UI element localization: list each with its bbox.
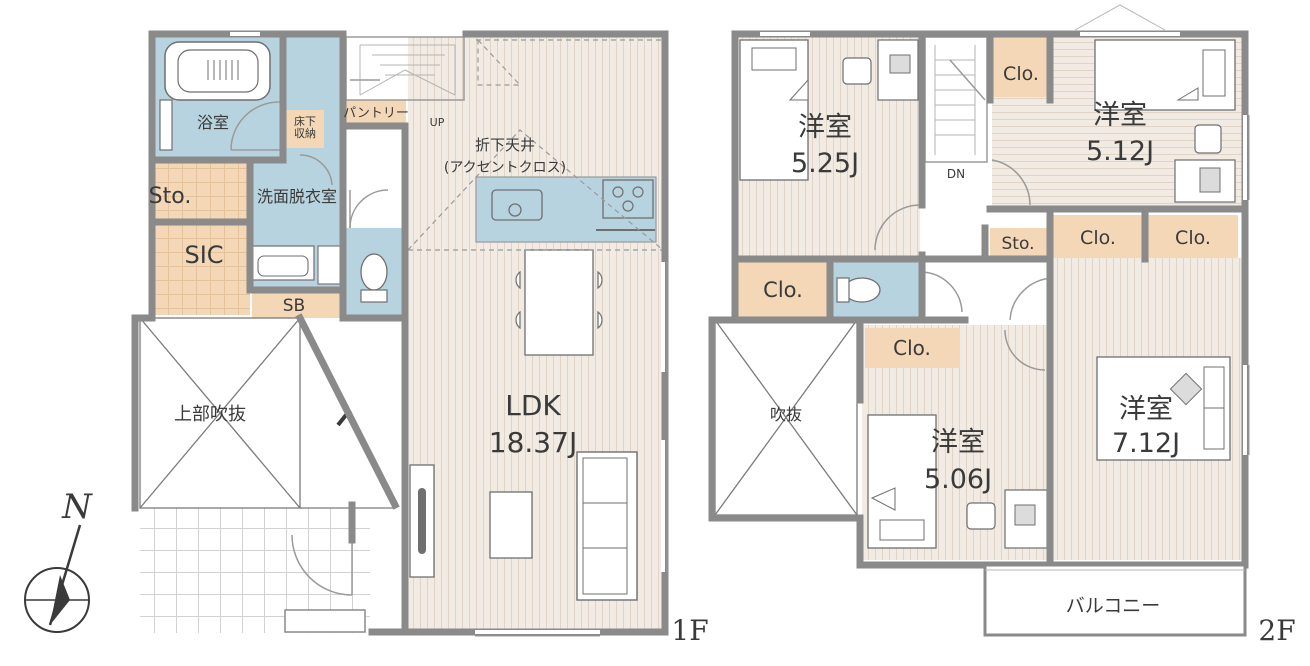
washroom-fixtures bbox=[251, 154, 341, 285]
void-1f-label: 上部吹抜 bbox=[174, 404, 246, 425]
room-nw-name: 洋室 bbox=[798, 112, 852, 143]
room-se-name: 洋室 bbox=[1119, 394, 1173, 425]
pantry-label: パントリー bbox=[343, 106, 409, 121]
floor-2-label: 2F bbox=[1258, 614, 1295, 647]
walls-2f bbox=[708, 30, 1249, 569]
room-sc-name: 洋室 bbox=[931, 427, 985, 458]
compass: N bbox=[24, 487, 93, 633]
balcony bbox=[983, 563, 1247, 637]
closet-w-area bbox=[738, 262, 828, 317]
storage-1f-label: Sto. bbox=[149, 184, 192, 209]
room-se-furniture bbox=[1096, 356, 1231, 461]
room-sc-furniture bbox=[867, 414, 1048, 549]
up-marker: UP bbox=[430, 116, 445, 129]
underfloor-storage-area bbox=[286, 110, 324, 148]
north-label: N bbox=[61, 487, 93, 527]
washroom-area bbox=[283, 37, 341, 287]
toilet-1f bbox=[349, 189, 389, 303]
sic-label: SIC bbox=[184, 241, 223, 269]
shoe-box-area bbox=[252, 290, 340, 318]
storage-1f-area bbox=[155, 160, 250, 220]
balcony-label: バルコニー bbox=[1066, 595, 1161, 617]
ceiling-note-line1: 折下天井 bbox=[475, 136, 535, 154]
ldk-name: LDK bbox=[505, 389, 561, 422]
room-nw-furniture bbox=[739, 39, 919, 181]
closet-e2-label: Clo. bbox=[1175, 227, 1211, 249]
ldk-size: 18.37J bbox=[489, 426, 577, 459]
closet-ne-area bbox=[992, 37, 1050, 97]
bathtub bbox=[159, 41, 281, 151]
void-2f-label: 吹抜 bbox=[770, 405, 802, 424]
storage-2f-label: Sto. bbox=[1002, 234, 1035, 254]
room-ne-furniture bbox=[1094, 39, 1236, 203]
closet-w-label: Clo. bbox=[763, 278, 803, 302]
washroom-label: 洗面脱衣室 bbox=[257, 187, 337, 206]
ceiling-note-line2: (アクセントクロス) bbox=[444, 160, 566, 176]
shoe-box-label: SB bbox=[283, 296, 305, 316]
dining-table bbox=[515, 249, 603, 356]
roof-overhang bbox=[1074, 4, 1166, 31]
doors-2f bbox=[874, 159, 1053, 371]
underfloor-storage-label: 床下収納 bbox=[294, 114, 316, 140]
porch-step bbox=[284, 609, 366, 633]
closet-ne-label: Clo. bbox=[1003, 63, 1039, 85]
ceiling-guides bbox=[407, 38, 664, 251]
room-sc-size: 5.06J bbox=[924, 464, 992, 495]
closet-e2-area bbox=[1148, 215, 1238, 258]
closet-e1-label: Clo. bbox=[1080, 227, 1116, 249]
storage-2f-area bbox=[990, 228, 1048, 258]
living-furniture bbox=[409, 451, 638, 601]
floor-1: 浴室 床下収納 パントリー UP 折下天井 (アクセントクロス) Sto. 洗面… bbox=[131, 30, 709, 647]
closet-sc-label: Clo. bbox=[893, 336, 931, 360]
room-ne-size: 5.12J bbox=[1086, 136, 1154, 167]
floor-2: 洋室 5.25J 洋室 5.12J 洋室 5.06J 洋室 7.12J Clo.… bbox=[708, 4, 1296, 647]
bath-label: 浴室 bbox=[197, 113, 229, 132]
stairs-2f bbox=[924, 36, 988, 163]
toilet-2f bbox=[836, 271, 963, 313]
closet-e1-area bbox=[1052, 215, 1144, 258]
room-nw-size: 5.25J bbox=[791, 148, 859, 179]
windows-1f bbox=[230, 32, 668, 637]
floor-1-label: 1F bbox=[671, 614, 708, 647]
dn-marker: DN bbox=[947, 167, 965, 181]
closet-sc-area bbox=[865, 328, 960, 368]
sic-area bbox=[155, 225, 250, 315]
room-se-size: 7.12J bbox=[1112, 428, 1180, 459]
kitchen-counter bbox=[475, 176, 657, 243]
windows-2f bbox=[760, 32, 1250, 455]
room-ne-name: 洋室 bbox=[1093, 100, 1147, 131]
pantry-area bbox=[346, 100, 406, 126]
entrance-door bbox=[291, 534, 353, 596]
